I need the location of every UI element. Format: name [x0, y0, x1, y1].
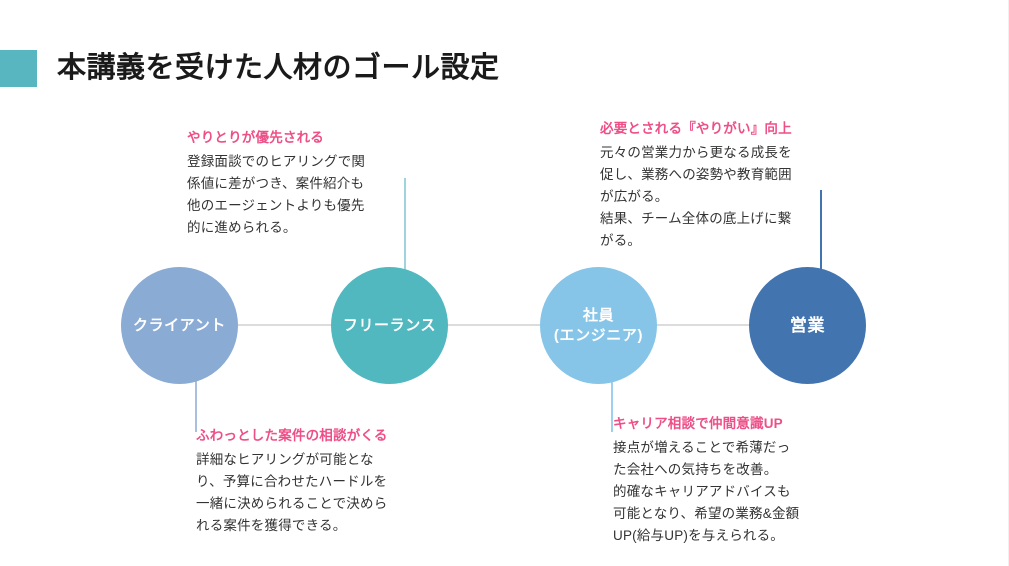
- flow-node-employee-label: 社員(エンジニア): [553, 307, 644, 344]
- flow-node-sales[interactable]: 営業: [749, 267, 866, 384]
- flow-node-freelance[interactable]: フリーランス: [331, 267, 448, 384]
- connector-employee-sales: [651, 324, 757, 326]
- flow-node-client[interactable]: クライアント: [121, 267, 238, 384]
- callout-bottom-left-body: 詳細なヒアリングが可能とな り、予算に合わせたハードルを 一緒に決められることで…: [196, 452, 388, 533]
- title-accent-bar: [0, 50, 37, 87]
- callout-bottom-right-heading: キャリア相談で仲間意識UP: [613, 416, 783, 431]
- callout-bottom-right: キャリア相談で仲間意識UP 接点が増えることで希薄だっ た会社への気持ちを改善。…: [613, 414, 829, 547]
- leader-line-top-left: [404, 178, 406, 272]
- callout-top-right-body: 元々の営業力から更なる成長を 促し、業務への姿勢や教育範囲 が広がる。 結果、チ…: [600, 145, 792, 248]
- callout-bottom-left: ふわっとした案件の相談がくる 詳細なヒアリングが可能とな り、予算に合わせたハー…: [196, 426, 408, 537]
- callout-top-right: 必要とされる『やりがい』向上 元々の営業力から更なる成長を 促し、業務への姿勢や…: [600, 119, 816, 252]
- callout-top-left: やりとりが優先される 登録面談でのヒアリングで関 係値に差がつき、案件紹介も 他…: [187, 128, 398, 239]
- flow-node-freelance-label: フリーランス: [342, 316, 437, 334]
- flow-node-sales-label: 営業: [789, 315, 826, 335]
- callout-top-right-heading: 必要とされる『やりがい』向上: [600, 121, 792, 136]
- callout-top-left-body: 登録面談でのヒアリングで関 係値に差がつき、案件紹介も 他のエージェントよりも優…: [187, 154, 366, 235]
- connector-freelance-employee: [441, 324, 547, 326]
- callout-top-left-heading: やりとりが優先される: [187, 130, 324, 145]
- connector-client-freelance: [232, 324, 338, 326]
- flow-node-client-label: クライアント: [132, 316, 226, 334]
- page-title: 本講義を受けた人材のゴール設定: [57, 52, 500, 84]
- leader-line-bottom-left: [195, 378, 197, 432]
- flow-node-employee[interactable]: 社員(エンジニア): [540, 267, 657, 384]
- leader-line-top-right: [820, 190, 822, 272]
- callout-bottom-right-body: 接点が増えることで希薄だっ た会社への気持ちを改善。 的確なキャリアアドバイスも…: [613, 440, 800, 543]
- callout-bottom-left-heading: ふわっとした案件の相談がくる: [196, 428, 388, 443]
- leader-line-bottom-right: [611, 382, 613, 432]
